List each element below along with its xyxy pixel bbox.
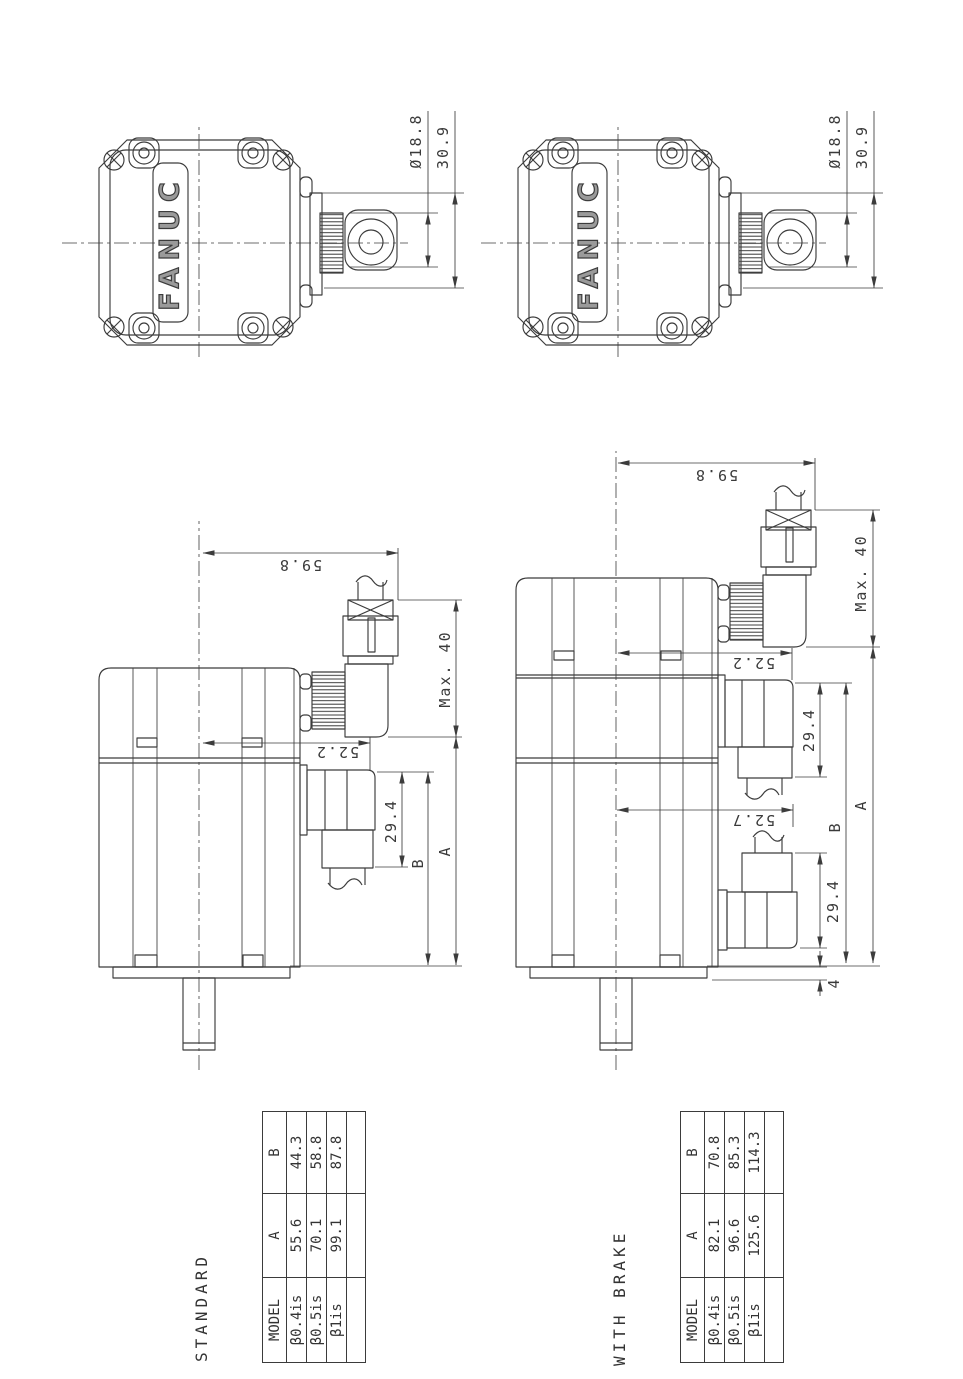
col-header-model: MODEL [262,1277,287,1363]
b-cell: 87.8 [326,1111,347,1194]
b-cell: 70.8 [704,1111,725,1194]
with-brake-table-caption: WITH BRAKE [610,1229,629,1366]
table-row: β0.5is 96.6 85.3 [724,1111,745,1363]
model-cell: β0.5is [306,1277,327,1363]
front-view-standard-drawing [62,111,464,357]
fanuc-logo-text: FANUC [573,175,605,312]
col-header-a: A [262,1193,287,1278]
table-empty-row [764,1111,784,1363]
table-empty-row [346,1111,366,1363]
with-brake-dimension-table: MODEL A B β0.4is 82.1 70.8 β0.5is 96.6 8… [680,1111,784,1363]
front-view-with-brake-drawing [481,111,883,357]
a-cell: 99.1 [326,1193,347,1278]
a-cell: 82.1 [704,1193,725,1278]
model-cell: β0.4is [704,1277,725,1363]
a-cell: 55.6 [286,1193,307,1278]
b-cell: 114.3 [744,1111,765,1194]
table-row: β1is 125.6 114.3 [744,1111,765,1363]
a-cell: 70.1 [306,1193,327,1278]
table-header-row: MODEL A B [262,1111,287,1363]
b-cell: 44.3 [286,1111,307,1194]
model-cell: β0.5is [724,1277,745,1363]
standard-table-caption: STANDARD [192,1252,211,1362]
a-cell: 96.6 [724,1193,745,1278]
a-cell: 125.6 [744,1193,765,1278]
b-cell: 58.8 [306,1111,327,1194]
table-row: β1is 99.1 87.8 [326,1111,347,1363]
table-row: β0.5is 70.1 58.8 [306,1111,327,1363]
model-cell: β0.4is [286,1277,307,1363]
fanuc-logo-text: FANUC [154,175,186,312]
col-header-b: B [680,1111,705,1194]
col-header-a: A [680,1193,705,1278]
col-header-model: MODEL [680,1277,705,1363]
table-header-row: MODEL A B [680,1111,705,1363]
model-cell: β1is [326,1277,347,1363]
col-header-b: B [262,1111,287,1194]
table-row: β0.4is 82.1 70.8 [704,1111,725,1363]
model-cell: β1is [744,1277,765,1363]
table-row: β0.4is 55.6 44.3 [286,1111,307,1363]
b-cell: 85.3 [724,1111,745,1194]
side-view-with-brake-drawing [515,451,880,1070]
standard-dimension-table: MODEL A B β0.4is 55.6 44.3 β0.5is 70.1 5… [262,1111,366,1363]
side-view-standard-drawing [98,521,462,1070]
